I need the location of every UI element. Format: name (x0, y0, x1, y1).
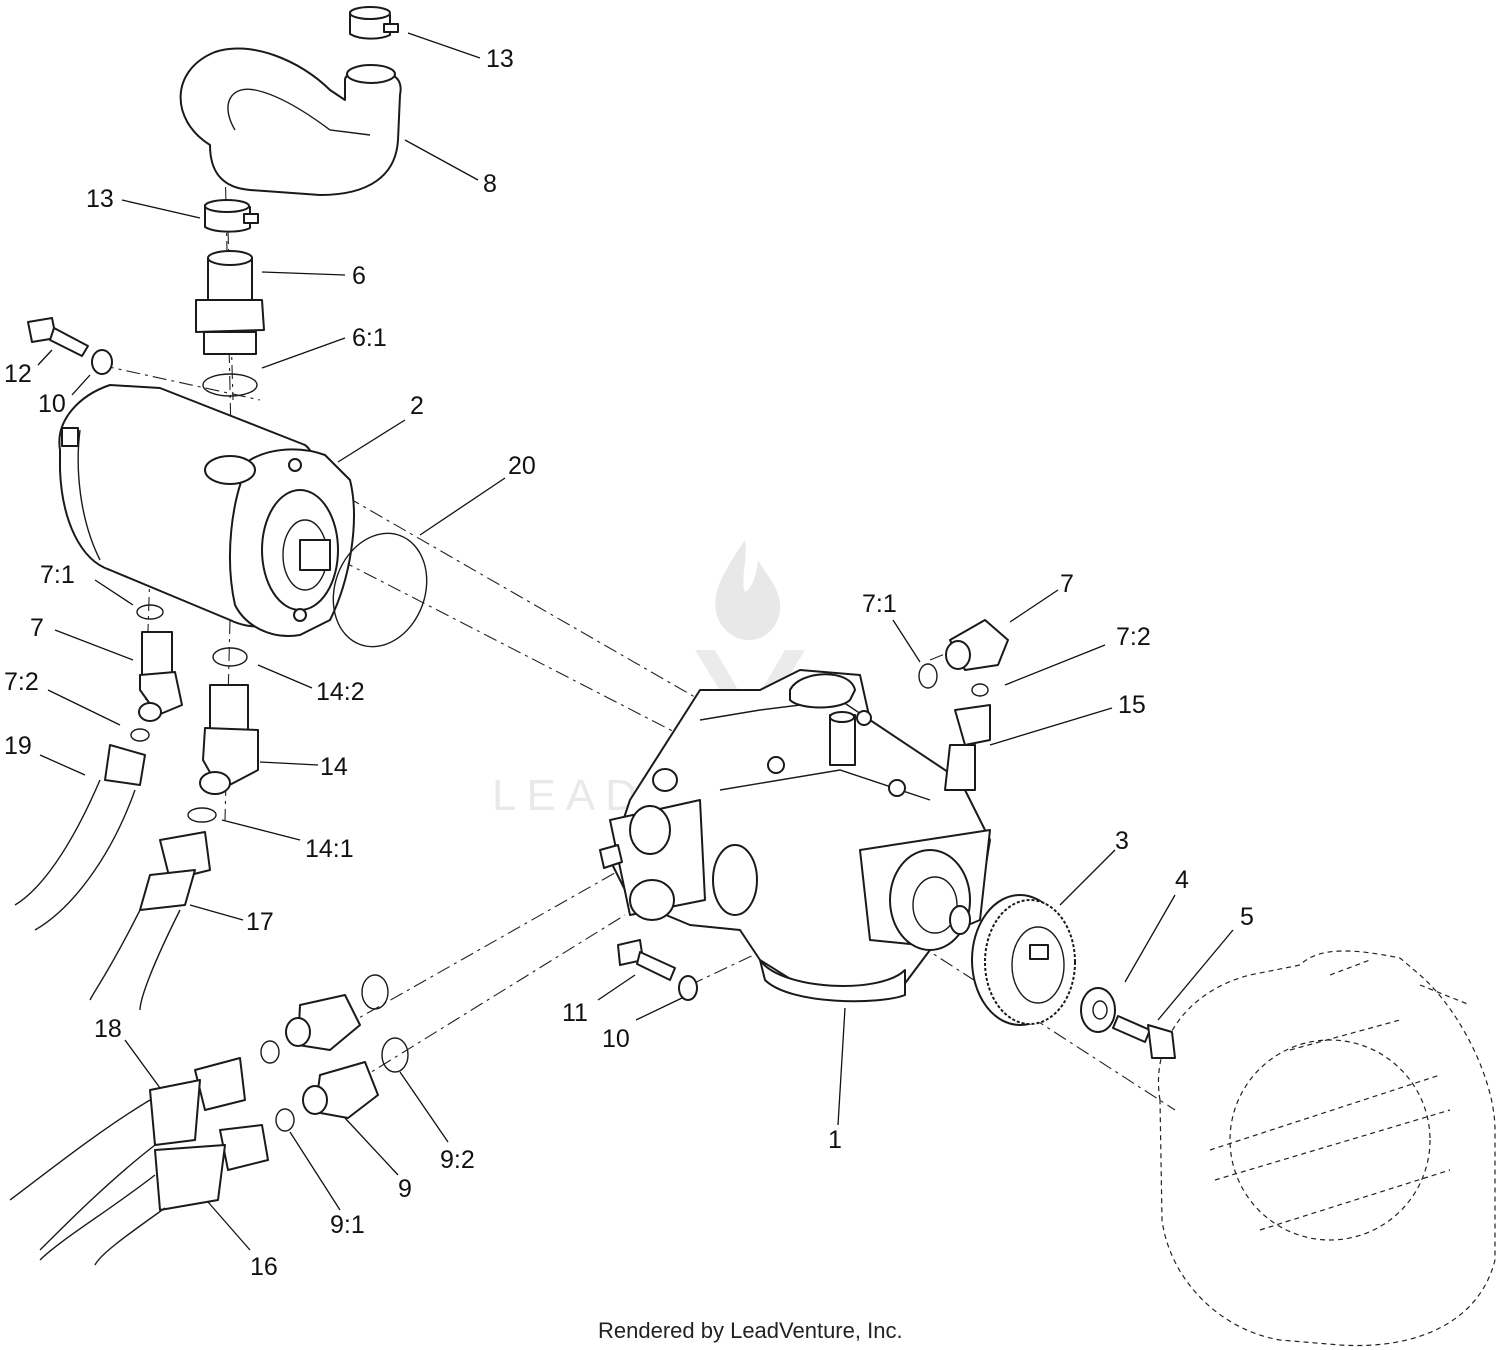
o-ring-9-2-top (361, 974, 389, 1010)
spacer-4 (1080, 987, 1116, 1033)
callout-14-2: 14:2 (316, 678, 365, 706)
hose-clamp-middle (204, 199, 259, 233)
callout-11: 11 (562, 999, 588, 1027)
callout-labels: 13 8 13 6 6:1 12 10 2 20 7:1 7 7:2 19 14… (4, 45, 1254, 1281)
hose-16 (39, 1124, 269, 1266)
hose-clamp-top (349, 6, 399, 40)
elbow-fitting-7-right (945, 619, 1009, 671)
o-ring-14-1 (187, 807, 217, 823)
o-ring-9-1 (275, 1108, 295, 1132)
o-ring-7-2-right (971, 683, 989, 697)
o-ring-9-1-top (260, 1040, 280, 1064)
cap-screw-5 (1112, 1015, 1176, 1059)
callout-4: 4 (1175, 866, 1189, 894)
callout-7: 7 (30, 614, 44, 642)
callout-14-1: 14:1 (305, 835, 354, 863)
callout-13: 13 (86, 185, 114, 213)
callout-9: 9 (398, 1175, 412, 1203)
cap-screw-11 (617, 939, 676, 981)
callout-1: 1 (828, 1126, 842, 1154)
callout-6: 6 (352, 262, 366, 290)
o-ring-14-2 (212, 647, 248, 667)
drive-gear-3 (971, 894, 1076, 1026)
elbow-fitting-7-left (138, 631, 183, 722)
hose-19 (14, 744, 146, 931)
hose-17 (89, 831, 211, 1011)
callout-2: 2 (410, 392, 424, 420)
washer-10-left (91, 349, 113, 375)
callout-17: 17 (246, 908, 274, 936)
hose-barb-fitting (195, 250, 265, 355)
callout-10: 10 (38, 390, 66, 418)
elbow-fitting-15 (944, 704, 991, 791)
hose-elbow (179, 47, 402, 196)
footer-credit: Rendered by LeadVenture, Inc. (598, 1318, 903, 1343)
callout-19: 19 (4, 732, 32, 760)
hose-18 (9, 1057, 246, 1251)
o-ring-6-1 (202, 373, 258, 397)
callout-14: 14 (320, 753, 348, 781)
o-ring-20 (332, 532, 428, 648)
callout-18: 18 (94, 1015, 122, 1043)
callout-7: 7 (1060, 570, 1074, 598)
hydrostatic-pump (599, 669, 991, 1003)
o-ring-7-1-left (136, 604, 164, 620)
o-ring-7-2-left (130, 728, 150, 742)
fitting-9-top (285, 994, 361, 1051)
watermark-flame-icon (715, 540, 781, 640)
callout-6-1: 6:1 (352, 324, 387, 352)
callout-9-2: 9:2 (440, 1146, 475, 1174)
gear-pump (58, 384, 355, 637)
washer-10-right (678, 975, 698, 1001)
callout-7-1: 7:1 (40, 561, 75, 589)
callout-16: 16 (250, 1253, 278, 1281)
callout-13: 13 (486, 45, 514, 73)
bell-housing (1158, 950, 1496, 1347)
callout-10: 10 (602, 1025, 630, 1053)
callout-5: 5 (1240, 903, 1254, 931)
o-ring-9-2 (381, 1037, 409, 1073)
fitting-9 (302, 1061, 379, 1119)
elbow-fitting-14 (199, 684, 259, 795)
callout-20: 20 (508, 452, 536, 480)
callout-3: 3 (1115, 827, 1129, 855)
cap-screw-12 (27, 317, 89, 357)
o-ring-7-1-right (918, 663, 938, 689)
leader-lines (37, 32, 1234, 1251)
callout-8: 8 (483, 170, 497, 198)
callout-12: 12 (4, 360, 32, 388)
callout-15: 15 (1118, 691, 1146, 719)
watermark-v-icon (695, 650, 805, 740)
callout-9-1: 9:1 (330, 1211, 365, 1239)
callout-7-2: 7:2 (1116, 623, 1151, 651)
callout-7-1: 7:1 (862, 590, 897, 618)
callout-7-2: 7:2 (4, 668, 39, 696)
